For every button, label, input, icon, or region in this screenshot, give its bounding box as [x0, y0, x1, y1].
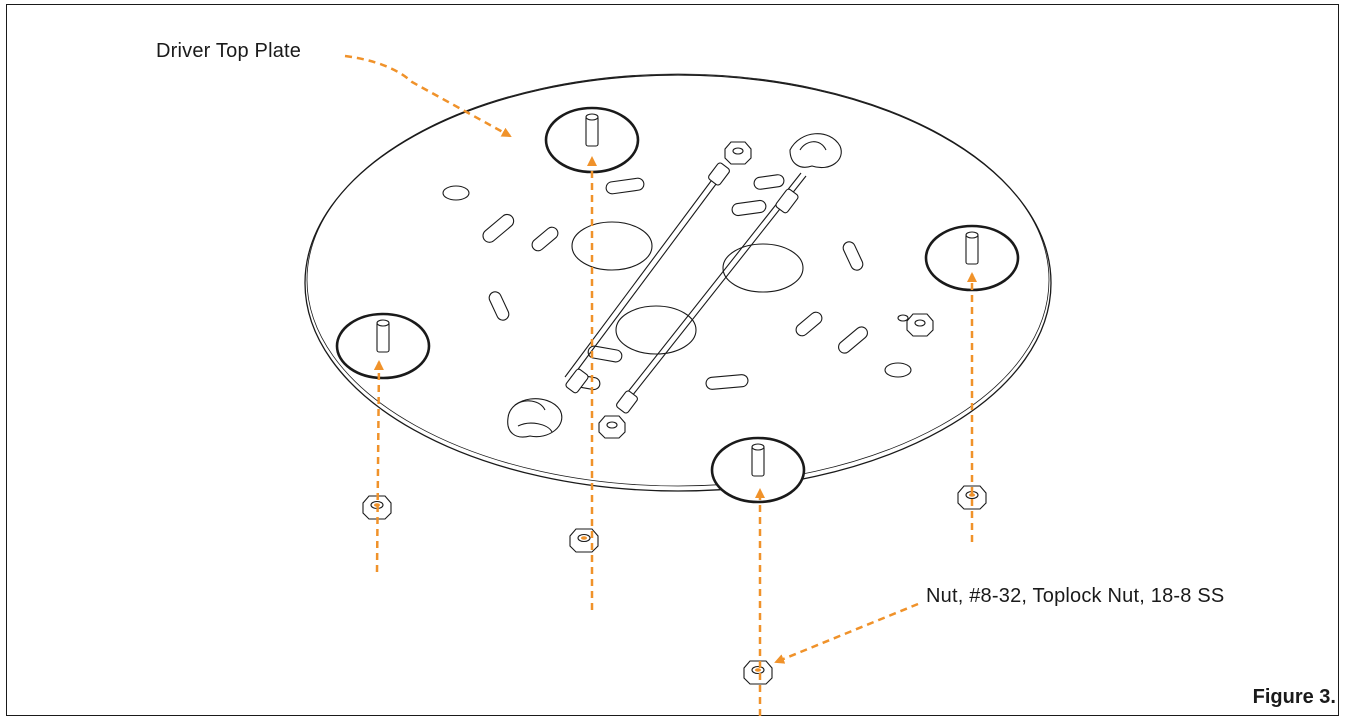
callout-top-plate: Driver Top Plate — [156, 40, 302, 62]
figure-label: Figure 3. — [1252, 686, 1336, 708]
tension-rods — [507, 133, 842, 438]
toplock-nuts — [362, 485, 987, 685]
callout-nut: Nut, #8-32, Toplock Nut, 18-8 SS — [926, 585, 1225, 607]
nut-bottom — [743, 660, 773, 685]
assembly-lines — [344, 54, 977, 716]
nut-center-left — [569, 528, 599, 553]
nut-right — [957, 485, 987, 510]
leader-top-plate — [344, 54, 512, 138]
top-plate — [304, 73, 1052, 492]
rod-end-nuts — [598, 141, 934, 439]
leader-nut — [774, 602, 919, 664]
